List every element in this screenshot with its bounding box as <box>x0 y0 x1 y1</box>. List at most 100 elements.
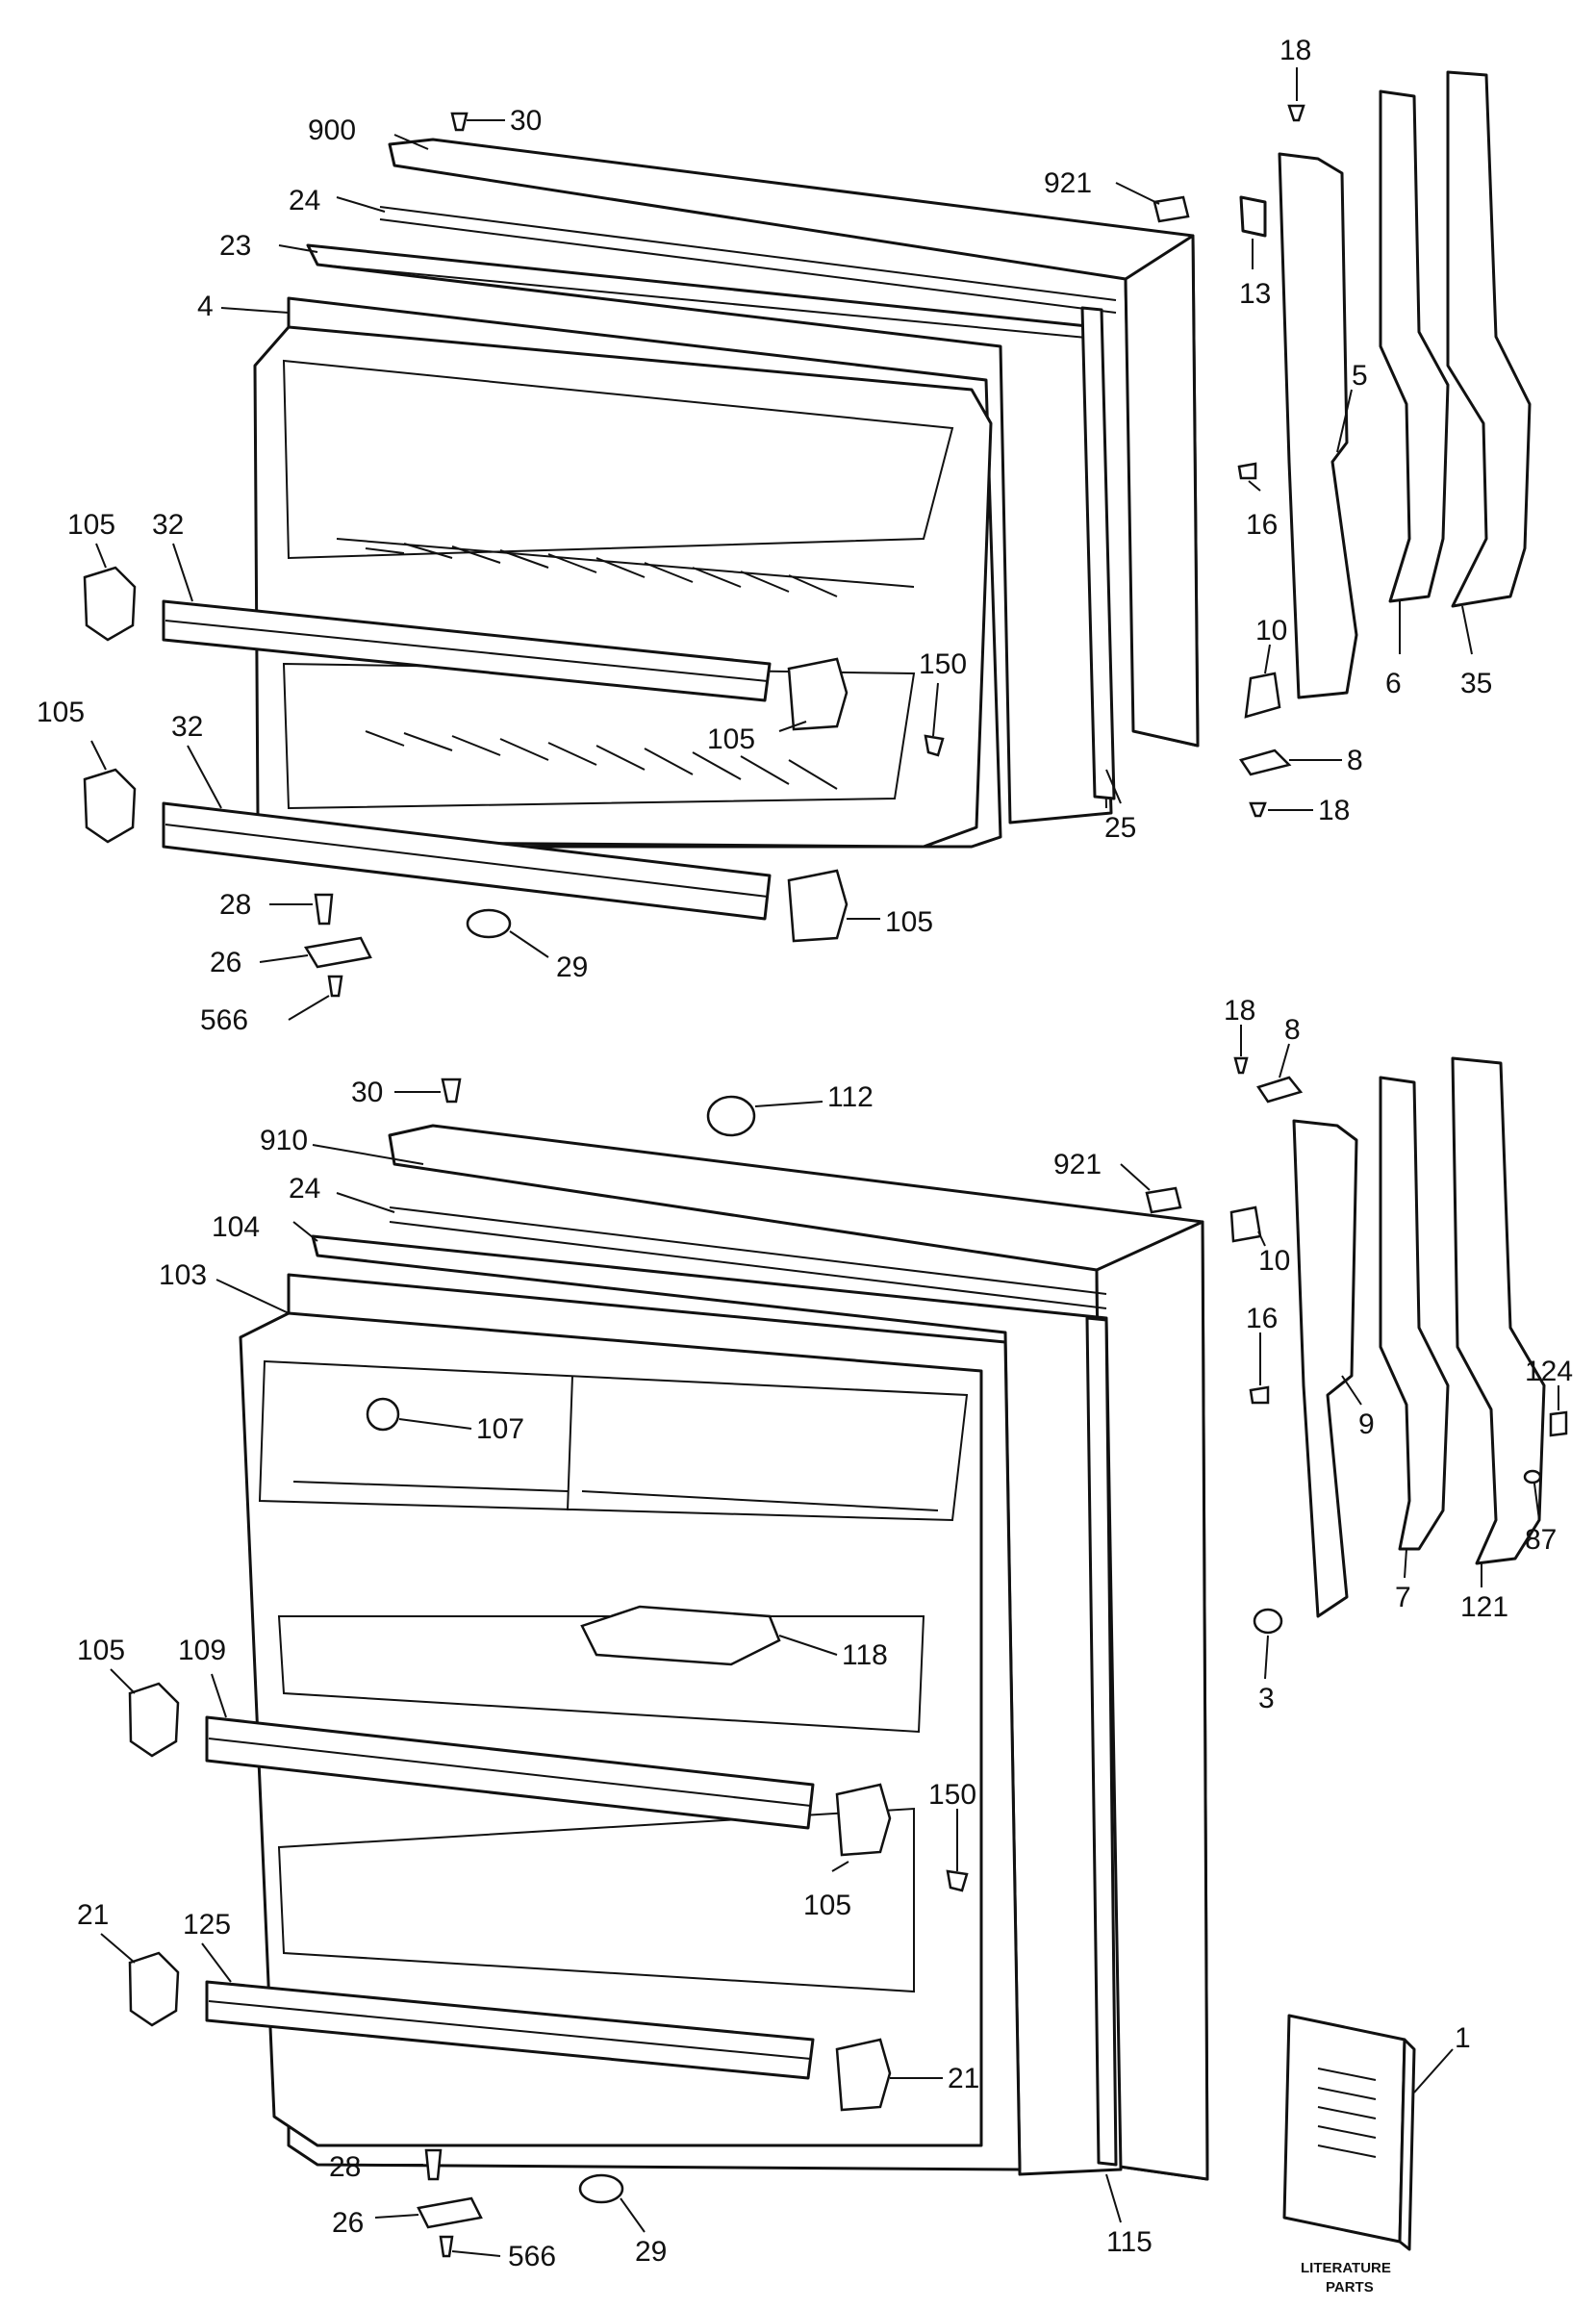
callout-16-b: 16 <box>1246 1303 1278 1334</box>
hinge-8 <box>1239 749 1292 776</box>
callout-105-a: 105 <box>67 509 115 541</box>
callout-10-b: 10 <box>1258 1245 1290 1277</box>
callout-10: 10 <box>1255 615 1287 647</box>
callout-21-a: 21 <box>77 1899 109 1931</box>
door-stop-29 <box>466 908 512 939</box>
callout-105-e: 105 <box>77 1635 125 1666</box>
fresh-food-breaker-strip-115 <box>1085 1316 1118 2167</box>
screw-16-lower <box>1249 1385 1270 1405</box>
callout-13: 13 <box>1239 278 1271 310</box>
shelf-end-cap-105-f <box>835 1783 892 1857</box>
callout-921-b: 921 <box>1053 1149 1102 1180</box>
callout-1: 1 <box>1455 2022 1471 2054</box>
callout-107: 107 <box>476 1413 524 1445</box>
callout-7: 7 <box>1395 1582 1411 1613</box>
freezer-upper-shelf <box>282 359 954 560</box>
callout-26-b: 26 <box>332 2207 364 2239</box>
hinge-pin-28 <box>314 893 334 926</box>
literature-parts-label: LITERATURE PARTS <box>1301 2260 1391 2296</box>
callout-125: 125 <box>183 1909 231 1941</box>
callout-35: 35 <box>1460 668 1492 699</box>
callout-121: 121 <box>1460 1591 1508 1623</box>
shelf-end-cap-105-a <box>83 566 137 642</box>
hinge-pin-28-lower <box>424 2148 443 2181</box>
cap-112 <box>706 1095 756 1137</box>
callout-105-b: 105 <box>37 697 85 728</box>
callout-8-b: 8 <box>1284 1014 1301 1046</box>
literature-booklet-text-lines <box>1317 2068 1377 2158</box>
freezer-upper-shelf-bottom <box>336 538 915 588</box>
callout-18-b: 18 <box>1318 795 1350 826</box>
hinge-8-lower <box>1256 1076 1304 1104</box>
callout-103: 103 <box>159 1259 207 1291</box>
freezer-handle-trim-13 <box>1239 195 1267 238</box>
plug-921 <box>1153 195 1190 223</box>
fresh-food-handle-7 <box>1379 1076 1450 1551</box>
literature-label-line1: LITERATURE <box>1301 2260 1391 2276</box>
freezer-handle-6 <box>1379 89 1450 603</box>
callout-30: 30 <box>510 105 542 137</box>
dairy-compartment-floor <box>292 1481 939 1511</box>
callout-105-f: 105 <box>803 1890 851 1921</box>
clip-124 <box>1549 1410 1568 1437</box>
freezer-handle-5 <box>1278 152 1358 699</box>
callout-566: 566 <box>200 1004 248 1036</box>
callout-104: 104 <box>212 1211 260 1243</box>
callout-leaders <box>90 67 1559 2257</box>
dairy-compartment <box>258 1359 969 1522</box>
screw-150-lower <box>946 1869 969 1892</box>
callout-8: 8 <box>1347 745 1363 776</box>
screw-18-bottom <box>1249 801 1267 818</box>
callout-6: 6 <box>1385 668 1402 699</box>
callout-112: 112 <box>827 1081 874 1113</box>
screw-30-lower <box>441 1078 462 1104</box>
callout-109: 109 <box>178 1635 226 1666</box>
hinge-cover-10 <box>1244 672 1281 719</box>
callout-21-b: 21 <box>948 2063 979 2094</box>
callout-124: 124 <box>1525 1356 1573 1387</box>
egg-tray-118 <box>580 1605 781 1666</box>
hinge-26 <box>303 936 372 969</box>
freezer-handle-35 <box>1446 70 1532 608</box>
callout-29-b: 29 <box>635 2236 667 2268</box>
door-stop-29-lower <box>578 2173 624 2204</box>
callout-910: 910 <box>260 1125 308 1156</box>
plug-921-lower <box>1145 1186 1182 1214</box>
butter-knob-107 <box>366 1397 400 1432</box>
fresh-food-callouts: 18 30 112 8 910 921 24 10 104 16 103 107… <box>77 995 1573 2272</box>
callout-16: 16 <box>1246 509 1278 541</box>
literature-booklet <box>1282 2014 1406 2244</box>
screw-18-top <box>1287 104 1305 122</box>
freezer-breaker-strip <box>1080 306 1116 800</box>
screw-16 <box>1237 462 1257 480</box>
callout-9: 9 <box>1358 1408 1375 1440</box>
screw-566-lower <box>439 2235 454 2258</box>
shelf-end-cap-21-b <box>835 2038 892 2112</box>
callout-30-b: 30 <box>351 1077 383 1108</box>
literature-booklet-spine <box>1398 2038 1416 2251</box>
fresh-food-handle-9 <box>1292 1119 1358 1618</box>
fresh-food-middle-shelf <box>277 1807 915 1993</box>
screw-150 <box>924 734 945 757</box>
callout-150: 150 <box>919 648 967 680</box>
callout-921: 921 <box>1044 167 1092 199</box>
callout-118: 118 <box>842 1639 888 1671</box>
shelf-end-cap-105-b <box>83 768 137 844</box>
callout-24: 24 <box>289 185 320 216</box>
callout-18: 18 <box>1279 35 1311 66</box>
callout-4: 4 <box>197 291 214 322</box>
plug-3 <box>1253 1608 1283 1635</box>
shelf-end-cap-105-c <box>787 657 849 731</box>
fresh-food-gasket-24 <box>389 1206 1107 1309</box>
callout-566-b: 566 <box>508 2241 556 2272</box>
fresh-food-handle-121 <box>1451 1056 1546 1565</box>
literature-label-line2: PARTS <box>1326 2279 1374 2296</box>
screw-18-lower <box>1233 1056 1249 1075</box>
callout-87: 87 <box>1525 1524 1557 1556</box>
freezer-door-assembly <box>83 70 1532 998</box>
callout-18-c: 18 <box>1224 995 1255 1027</box>
shelf-end-cap-21-a <box>128 1951 180 2027</box>
callout-23: 23 <box>219 230 251 262</box>
callout-28: 28 <box>219 889 251 921</box>
